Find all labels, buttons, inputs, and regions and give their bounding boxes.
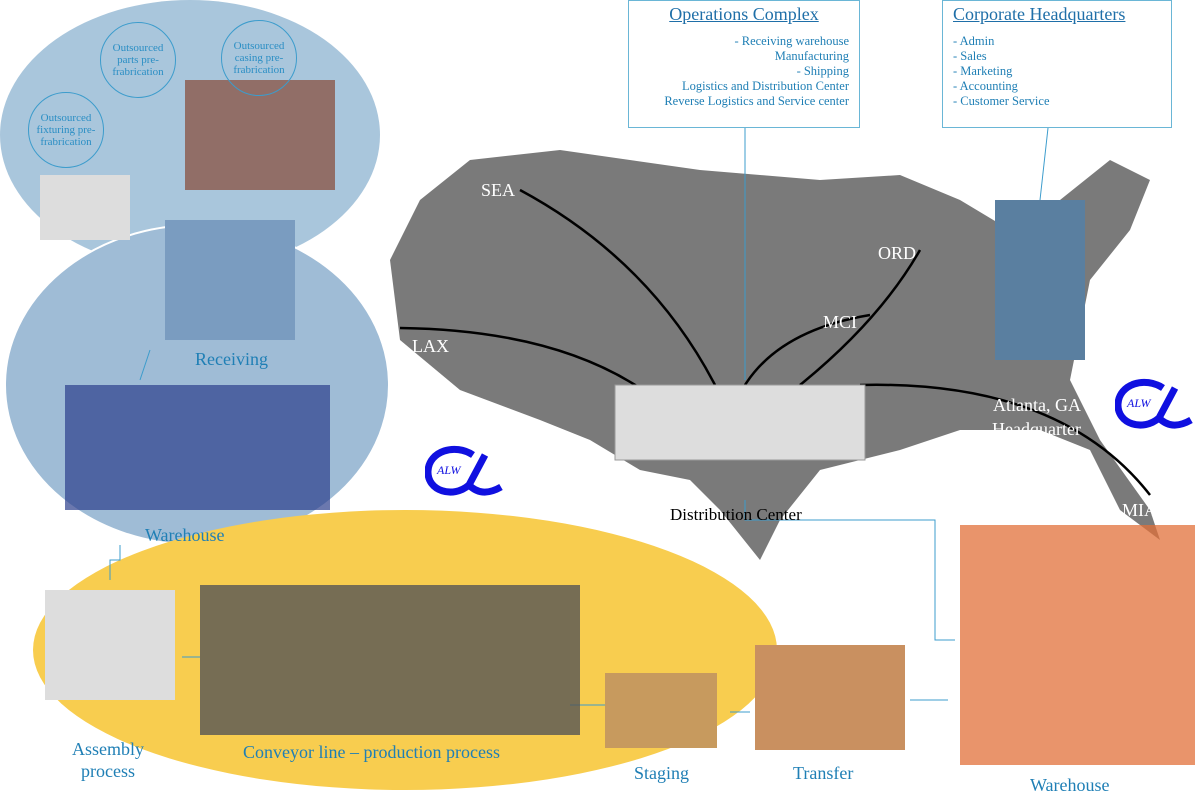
staging-boxes — [605, 673, 717, 748]
bubble-text: Outsourced parts pre-frabrication — [112, 42, 164, 78]
operations-complex-box: Operations Complex - Receiving warehouse… — [628, 0, 860, 128]
label-distribution-center: Distribution Center — [670, 505, 802, 524]
bubble-text: Outsourced casing pre-frabrication — [233, 40, 285, 76]
alpha-logo-icon — [425, 445, 503, 496]
label-warehouse-left: Warehouse — [145, 525, 225, 545]
distribution-center-building — [614, 384, 866, 461]
logo-text: ALW — [1127, 396, 1151, 410]
hq-item: - Accounting — [953, 79, 1018, 93]
alw-logo: ALW — [1115, 378, 1200, 430]
conveyor-image — [200, 585, 580, 735]
bubble-text: Outsourced fixturing pre-frabrication — [36, 112, 96, 148]
label-staging: Staging — [634, 763, 690, 783]
hq-item: - Marketing — [953, 64, 1013, 78]
route-lines — [399, 188, 1151, 496]
assembly-line1: Assembly — [72, 739, 144, 759]
warehouse-racks-right — [960, 525, 1195, 765]
operations-complex-title[interactable]: Operations Complex — [669, 4, 819, 24]
hq-item: - Customer Service — [953, 94, 1050, 108]
truck-image — [40, 175, 130, 240]
ship-image — [185, 80, 335, 190]
ops-item: Logistics and Distribution Center — [682, 79, 849, 93]
assembly-line2: process — [81, 761, 135, 781]
ops-item: - Receiving warehouse — [734, 34, 849, 48]
label-headquarter: Headquarter — [992, 419, 1081, 439]
label-mia: MIA — [1122, 500, 1157, 520]
connector-lines — [109, 127, 1049, 713]
bubble-parts: Outsourced parts pre-frabrication — [100, 22, 176, 98]
bubble-casing: Outsourced casing pre-frabrication — [221, 20, 297, 96]
ops-item: Reverse Logistics and Service center — [664, 94, 849, 108]
corporate-hq-box: Corporate Headquarters - Admin - Sales -… — [942, 0, 1172, 128]
label-warehouse-right: Warehouse — [1030, 775, 1110, 795]
label-lax: LAX — [412, 336, 449, 356]
us-map — [390, 150, 1160, 560]
label-ord: ORD — [878, 243, 917, 263]
label-mci: MCI — [823, 312, 858, 332]
label-transfer: Transfer — [793, 763, 854, 783]
hq-item: - Sales — [953, 49, 987, 63]
hq-item: - Admin — [953, 34, 995, 48]
forklift-image — [755, 645, 905, 750]
alpha-logo-icon — [1115, 378, 1193, 429]
ops-item: Manufacturing — [774, 49, 849, 63]
bubble-fixturing: Outsourced fixturing pre-frabrication — [28, 92, 104, 168]
corporate-hq-title[interactable]: Corporate Headquarters — [953, 4, 1126, 24]
logo-text: ALW — [437, 463, 461, 477]
label-atlanta: Atlanta, GA — [993, 395, 1081, 415]
workers-image — [165, 220, 295, 340]
label-sea: SEA — [481, 180, 516, 200]
buildings-image — [995, 200, 1085, 360]
alw-logo: ALW — [425, 445, 510, 497]
warehouse-racks-left — [65, 385, 330, 510]
label-conveyor: Conveyor line – production process — [243, 742, 500, 762]
ops-item: - Shipping — [796, 64, 849, 78]
assembly-image — [45, 590, 175, 700]
label-receiving: Receiving — [195, 349, 268, 369]
